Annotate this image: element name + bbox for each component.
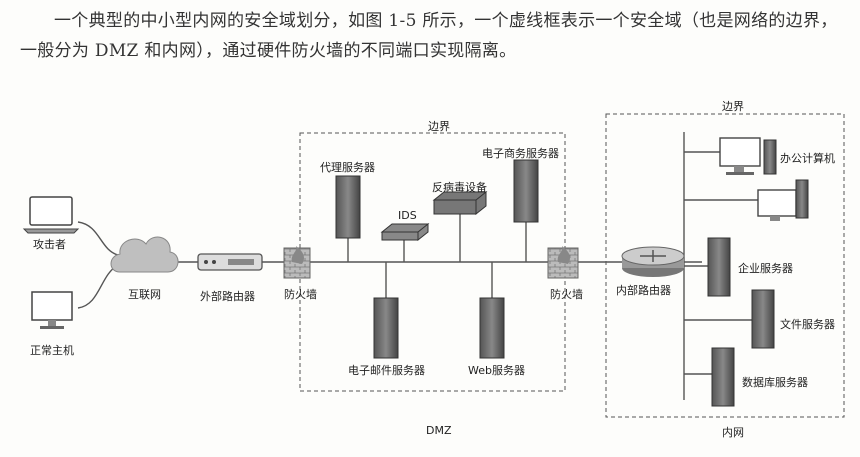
mail-server-label: 电子邮件服务器 bbox=[348, 364, 425, 377]
ext-router-label: 外部路由器 bbox=[200, 290, 255, 303]
enterprise-server-icon bbox=[707, 237, 731, 297]
intranet-boundary-label: 边界 bbox=[722, 100, 744, 113]
firewall-right-label: 防火墙 bbox=[550, 288, 583, 301]
cloud-icon bbox=[110, 236, 179, 273]
web-server-label: Web服务器 bbox=[468, 364, 525, 377]
db-server-label: 数据库服务器 bbox=[742, 376, 808, 389]
ids-label: IDS bbox=[398, 209, 417, 222]
proxy-server-icon bbox=[335, 175, 361, 239]
office-pc-2-icon bbox=[757, 179, 809, 221]
firewall-right-icon bbox=[547, 246, 579, 279]
laptop-icon bbox=[22, 196, 80, 234]
int-router-label: 内部路由器 bbox=[616, 284, 671, 297]
proxy-server-label: 代理服务器 bbox=[320, 161, 375, 174]
file-server-icon bbox=[751, 289, 775, 349]
office-pc-icon bbox=[719, 137, 777, 175]
attacker-label: 攻击者 bbox=[33, 238, 66, 251]
intranet-zone-box bbox=[605, 113, 845, 418]
mail-server-icon bbox=[373, 297, 399, 359]
antivirus-label: 反病毒设备 bbox=[432, 181, 487, 194]
office-pc-label: 办公计算机 bbox=[780, 152, 835, 165]
antivirus-device-icon bbox=[432, 190, 488, 216]
desktop-icon bbox=[31, 291, 73, 329]
dmz-label: DMZ bbox=[426, 424, 452, 437]
firewall-left-label: 防火墙 bbox=[284, 288, 317, 301]
ecommerce-server-label: 电子商务服务器 bbox=[482, 147, 559, 160]
internet-label: 互联网 bbox=[128, 288, 161, 301]
normal-host-label: 正常主机 bbox=[30, 344, 74, 357]
router-device-icon bbox=[197, 253, 263, 271]
intro-paragraph: 一个典型的中小型内网的安全域划分，如图 1-5 所示，一个虚线框表示一个安全域（… bbox=[20, 11, 838, 61]
dmz-boundary-label: 边界 bbox=[428, 120, 450, 133]
web-server-icon bbox=[479, 297, 505, 359]
ids-device-icon bbox=[380, 222, 430, 242]
db-server-icon bbox=[711, 347, 735, 407]
intranet-label: 内网 bbox=[722, 426, 744, 439]
ecommerce-server-icon bbox=[513, 159, 539, 223]
enterprise-server-label: 企业服务器 bbox=[738, 262, 793, 275]
firewall-left-icon bbox=[283, 246, 311, 279]
router-icon bbox=[621, 246, 685, 277]
file-server-label: 文件服务器 bbox=[780, 318, 835, 331]
